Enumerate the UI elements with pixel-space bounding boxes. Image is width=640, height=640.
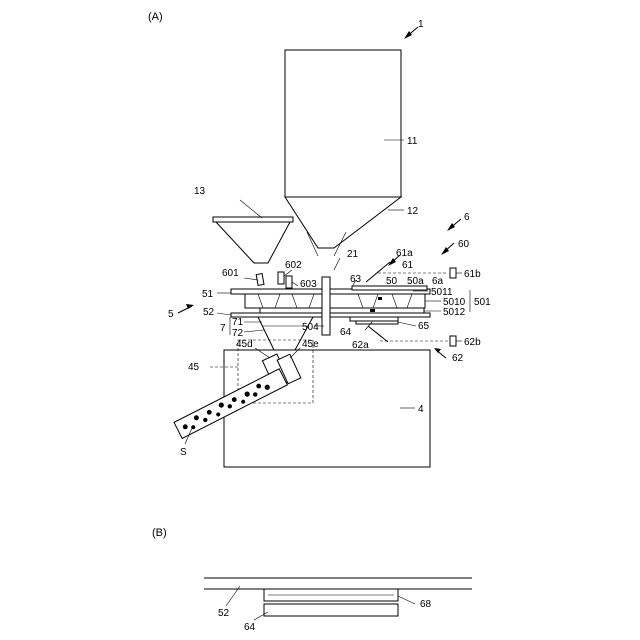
svg-text:50a: 50a bbox=[407, 276, 424, 287]
pocket-mark bbox=[378, 297, 382, 300]
svg-text:11: 11 bbox=[407, 136, 418, 147]
part-65 bbox=[356, 321, 398, 324]
part-64 bbox=[350, 317, 398, 321]
svg-text:65: 65 bbox=[418, 321, 430, 332]
svg-text:12: 12 bbox=[407, 206, 419, 217]
svg-text:5012: 5012 bbox=[443, 307, 466, 318]
hopper-cone bbox=[285, 197, 401, 248]
svg-text:61a: 61a bbox=[396, 248, 413, 259]
leader bbox=[398, 596, 415, 604]
svg-text:5: 5 bbox=[168, 309, 174, 320]
pocket-mark bbox=[370, 309, 375, 312]
rotor-5010 bbox=[245, 294, 425, 308]
svg-text:50: 50 bbox=[386, 276, 398, 287]
svg-text:S: S bbox=[180, 447, 187, 458]
svg-text:61: 61 bbox=[402, 260, 414, 271]
mirror-62a bbox=[368, 326, 388, 342]
svg-text:45d: 45d bbox=[236, 339, 253, 350]
svg-text:6: 6 bbox=[464, 212, 470, 223]
device-61b bbox=[450, 268, 456, 278]
box-4 bbox=[224, 350, 430, 467]
svg-text:45: 45 bbox=[188, 362, 200, 373]
svg-text:7: 7 bbox=[220, 323, 226, 334]
svg-text:52: 52 bbox=[203, 307, 215, 318]
svg-text:504: 504 bbox=[302, 322, 319, 333]
side-hopper-cone bbox=[216, 222, 290, 263]
panel-label-a: (A) bbox=[148, 11, 163, 23]
svg-text:1: 1 bbox=[418, 19, 424, 30]
svg-text:21: 21 bbox=[347, 249, 359, 260]
hopper-body bbox=[285, 50, 401, 197]
svg-text:6a: 6a bbox=[432, 276, 444, 287]
svg-text:13: 13 bbox=[194, 186, 206, 197]
svg-text:51: 51 bbox=[202, 289, 214, 300]
svg-text:61b: 61b bbox=[464, 269, 481, 280]
disc-5012 bbox=[260, 308, 424, 313]
device-62b bbox=[450, 336, 456, 346]
svg-text:603: 603 bbox=[300, 279, 317, 290]
label-68: 68 bbox=[420, 599, 432, 610]
side-hopper-top bbox=[213, 217, 293, 222]
figure-a: (A) bbox=[148, 11, 491, 467]
svg-text:64: 64 bbox=[340, 327, 352, 338]
svg-text:4: 4 bbox=[418, 404, 424, 415]
svg-text:72: 72 bbox=[232, 328, 244, 339]
svg-text:45e: 45e bbox=[302, 339, 319, 350]
sensor-602 bbox=[278, 272, 284, 284]
svg-text:602: 602 bbox=[285, 260, 302, 271]
label-64: 64 bbox=[244, 622, 256, 633]
label-52: 52 bbox=[218, 608, 230, 619]
svg-text:601: 601 bbox=[222, 268, 239, 279]
sensor-603 bbox=[286, 276, 292, 288]
figure-b: (B) 52 68 64 bbox=[152, 527, 472, 633]
svg-text:501: 501 bbox=[474, 297, 491, 308]
svg-text:60: 60 bbox=[458, 239, 470, 250]
sensor-601 bbox=[256, 274, 264, 286]
svg-text:62a: 62a bbox=[352, 340, 369, 351]
svg-text:62b: 62b bbox=[464, 337, 481, 348]
panel-label-b: (B) bbox=[152, 527, 167, 539]
svg-text:63: 63 bbox=[350, 274, 362, 285]
part-64-b bbox=[264, 604, 398, 616]
svg-text:71: 71 bbox=[232, 317, 244, 328]
svg-text:62: 62 bbox=[452, 353, 464, 364]
